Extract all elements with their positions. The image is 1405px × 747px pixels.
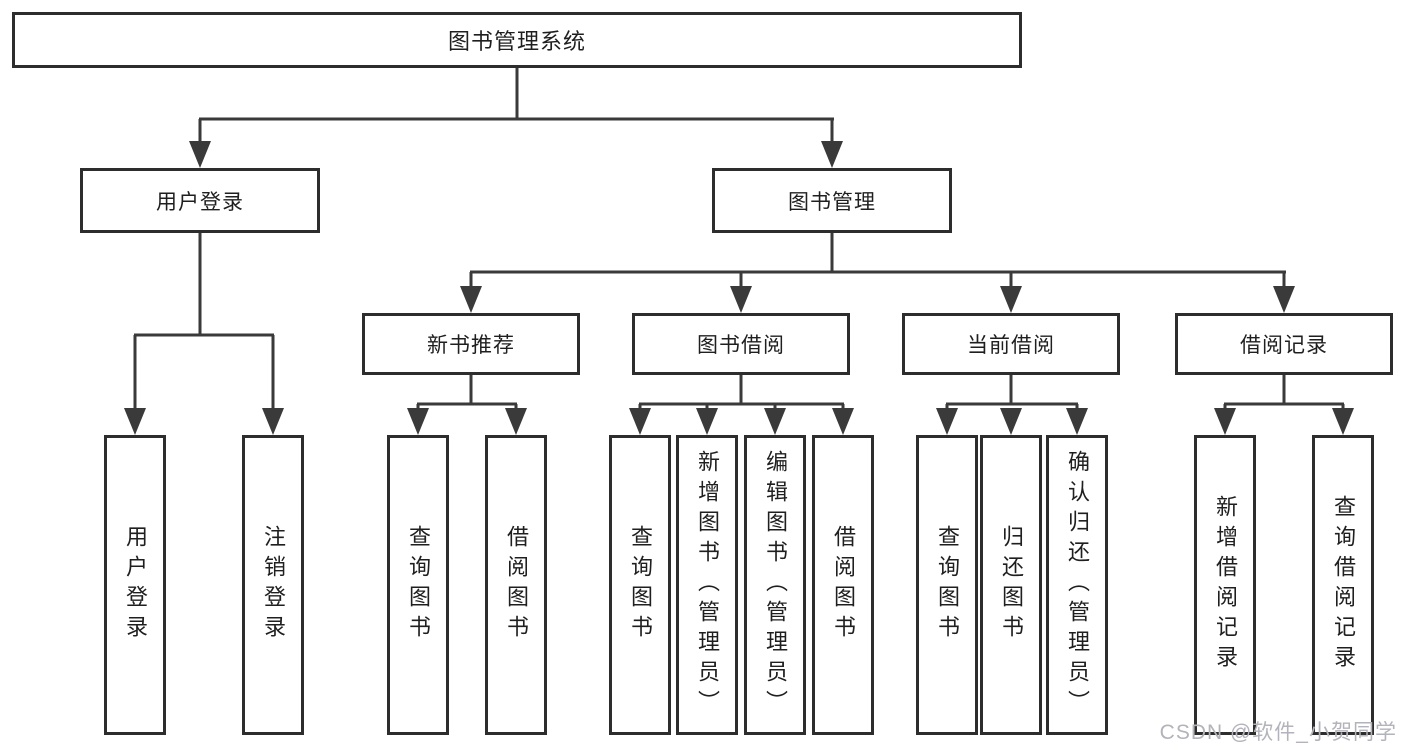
connector-book-management-branch bbox=[469, 232, 1286, 291]
node-book-management: 图书管理 bbox=[712, 168, 952, 233]
node-label: 借阅图书 bbox=[831, 525, 856, 645]
connector-root bbox=[198, 67, 834, 146]
connector-new-book-branch bbox=[416, 374, 518, 413]
leaf-return-books: 归还图书 bbox=[980, 435, 1042, 735]
leaf-logout: 注销登录 bbox=[242, 435, 304, 735]
node-label: 用户登录 bbox=[123, 525, 148, 645]
connector-current-borrow-branch bbox=[945, 374, 1079, 413]
node-label: 借阅记录 bbox=[1240, 334, 1328, 357]
leaf-query-books-3: 查询图书 bbox=[916, 435, 978, 735]
node-label: 归还图书 bbox=[999, 525, 1024, 645]
node-label: 确认归还（管理员） bbox=[1065, 450, 1090, 720]
node-new-book-recommend: 新书推荐 bbox=[362, 313, 580, 375]
leaf-user-login: 用户登录 bbox=[104, 435, 166, 735]
node-book-borrow: 图书借阅 bbox=[632, 313, 850, 375]
node-label: 新增借阅记录 bbox=[1213, 495, 1238, 675]
node-label: 查询借阅记录 bbox=[1331, 495, 1356, 675]
leaf-borrow-books-2: 借阅图书 bbox=[812, 435, 874, 735]
node-label: 图书管理 bbox=[788, 190, 876, 214]
node-label: 查询图书 bbox=[935, 525, 960, 645]
node-label: 注销登录 bbox=[261, 525, 286, 645]
node-label: 图书管理系统 bbox=[447, 29, 586, 54]
leaf-confirm-return-admin: 确认归还（管理员） bbox=[1046, 435, 1108, 735]
node-user-login: 用户登录 bbox=[80, 168, 320, 233]
leaf-query-borrow-record: 查询借阅记录 bbox=[1312, 435, 1374, 735]
csdn-watermark: CSDN @软件_小贺同学 bbox=[1159, 721, 1397, 744]
leaf-edit-books-admin: 编辑图书（管理员） bbox=[744, 435, 806, 735]
connector-user-login-branch bbox=[133, 232, 275, 413]
leaf-borrow-books-1: 借阅图书 bbox=[485, 435, 547, 735]
node-label: 图书借阅 bbox=[697, 334, 785, 357]
node-label: 查询图书 bbox=[406, 525, 431, 645]
leaf-query-books-1: 查询图书 bbox=[387, 435, 449, 735]
node-current-borrow: 当前借阅 bbox=[902, 313, 1120, 375]
node-label: 借阅图书 bbox=[504, 525, 529, 645]
node-label: 编辑图书（管理员） bbox=[763, 450, 788, 720]
node-borrow-record: 借阅记录 bbox=[1175, 313, 1393, 375]
node-label: 当前借阅 bbox=[967, 334, 1055, 357]
node-label: 新增图书（管理员） bbox=[695, 450, 720, 720]
leaf-add-books-admin: 新增图书（管理员） bbox=[676, 435, 738, 735]
connector-book-borrow-branch bbox=[638, 374, 845, 413]
node-label: 用户登录 bbox=[156, 190, 244, 214]
connector-borrow-record-branch bbox=[1223, 374, 1345, 413]
leaf-add-borrow-record: 新增借阅记录 bbox=[1194, 435, 1256, 735]
node-root-library-system: 图书管理系统 bbox=[12, 12, 1022, 68]
node-label: 查询图书 bbox=[628, 525, 653, 645]
leaf-query-books-2: 查询图书 bbox=[609, 435, 671, 735]
node-label: 新书推荐 bbox=[427, 334, 515, 357]
